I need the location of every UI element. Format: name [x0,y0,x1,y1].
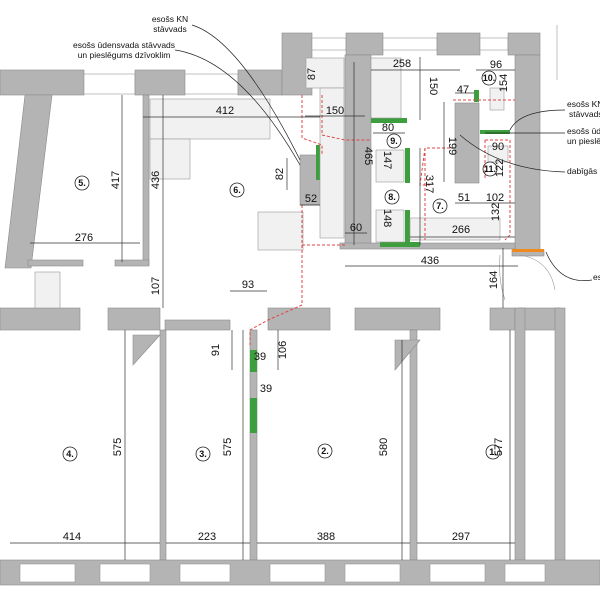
dim-577: 577 [493,438,505,456]
dim-575-room4: 575 [112,438,124,456]
room-label-5: 5. [78,178,86,188]
dim-90: 90 [492,141,504,153]
room-label-1: 1. [489,447,497,457]
annotation-water-riser-top-line1: esošs ūdensvada stāvvads [73,40,175,50]
annotation-gas: dabīgās r [567,166,600,176]
annotation-water-riser-right-line1: esošs ūdensvada stāvvads [567,126,600,136]
dim-199: 199 [446,137,458,155]
dimension-lines [10,57,518,560]
dim-82: 82 [274,168,286,180]
annotation-entry: es [593,272,600,282]
dim-148: 148 [381,209,393,227]
dim-436-vertical: 436 [150,171,162,189]
pipes [249,95,515,345]
dim-106: 106 [277,341,289,359]
dim-60: 60 [350,222,362,234]
room-label-2: 2. [321,446,329,456]
dim-96: 96 [490,59,502,71]
dim-107: 107 [150,277,162,295]
dim-39-upper: 39 [254,351,266,363]
dim-436-horizontal: 436 [421,255,439,267]
dim-465: 465 [362,147,374,165]
dim-317: 317 [423,175,435,193]
dim-80: 80 [382,122,394,134]
dim-575-room3: 575 [222,438,234,456]
walls [0,25,600,586]
dim-93: 93 [242,279,254,291]
annotation-kn-riser-top-line1: esošs KN [152,14,188,24]
dim-417: 417 [110,171,122,189]
dim-122: 122 [494,159,506,177]
dim-51: 51 [458,192,470,204]
dim-297: 297 [452,531,470,543]
dim-87: 87 [306,68,318,80]
furniture [34,57,556,309]
room-label-6: 6. [233,185,241,195]
room-label-7: 7. [436,201,444,211]
annotation-leaders [174,24,593,282]
dim-150-horizontal: 150 [326,105,344,117]
room-markers [62,70,501,462]
dim-266: 266 [452,224,470,236]
dim-47: 47 [457,84,469,96]
room-label-8: 8. [388,192,396,202]
dim-150-vertical: 150 [427,77,439,95]
dim-412: 412 [216,105,234,117]
dim-580: 580 [378,438,390,456]
room-label-3: 3. [199,449,207,459]
room-label-9: 9. [390,136,398,146]
room-label-11: 11. [484,164,496,174]
entrance-door-marker [512,249,544,252]
annotation-kn-riser-right-line1: esošs KN [567,99,600,109]
dim-223: 223 [198,531,216,543]
new-partitions [250,90,544,433]
dim-147: 147 [381,151,393,169]
annotation-water-riser-right-line2: un pieslēgums dzīvoklim [567,136,600,146]
dim-414: 414 [63,531,81,543]
dim-91: 91 [210,344,222,356]
dim-102: 102 [486,192,504,204]
room-label-10: 10. [483,73,496,83]
dim-52: 52 [305,193,317,205]
annotation-water-riser-top-line2: un pieslēgums dzīvoklim [78,50,171,60]
dim-39-lower: 39 [260,383,272,395]
annotation-kn-riser-top-line2: stāvvads [153,24,187,34]
dim-164: 164 [488,271,500,289]
annotation-kn-riser-right-line2: stāvvads [569,109,600,119]
dim-258: 258 [393,58,411,70]
dim-276: 276 [75,232,93,244]
room-label-4: 4. [66,449,74,459]
dim-388: 388 [317,531,335,543]
dim-132: 132 [490,203,502,221]
dim-154: 154 [498,74,510,92]
